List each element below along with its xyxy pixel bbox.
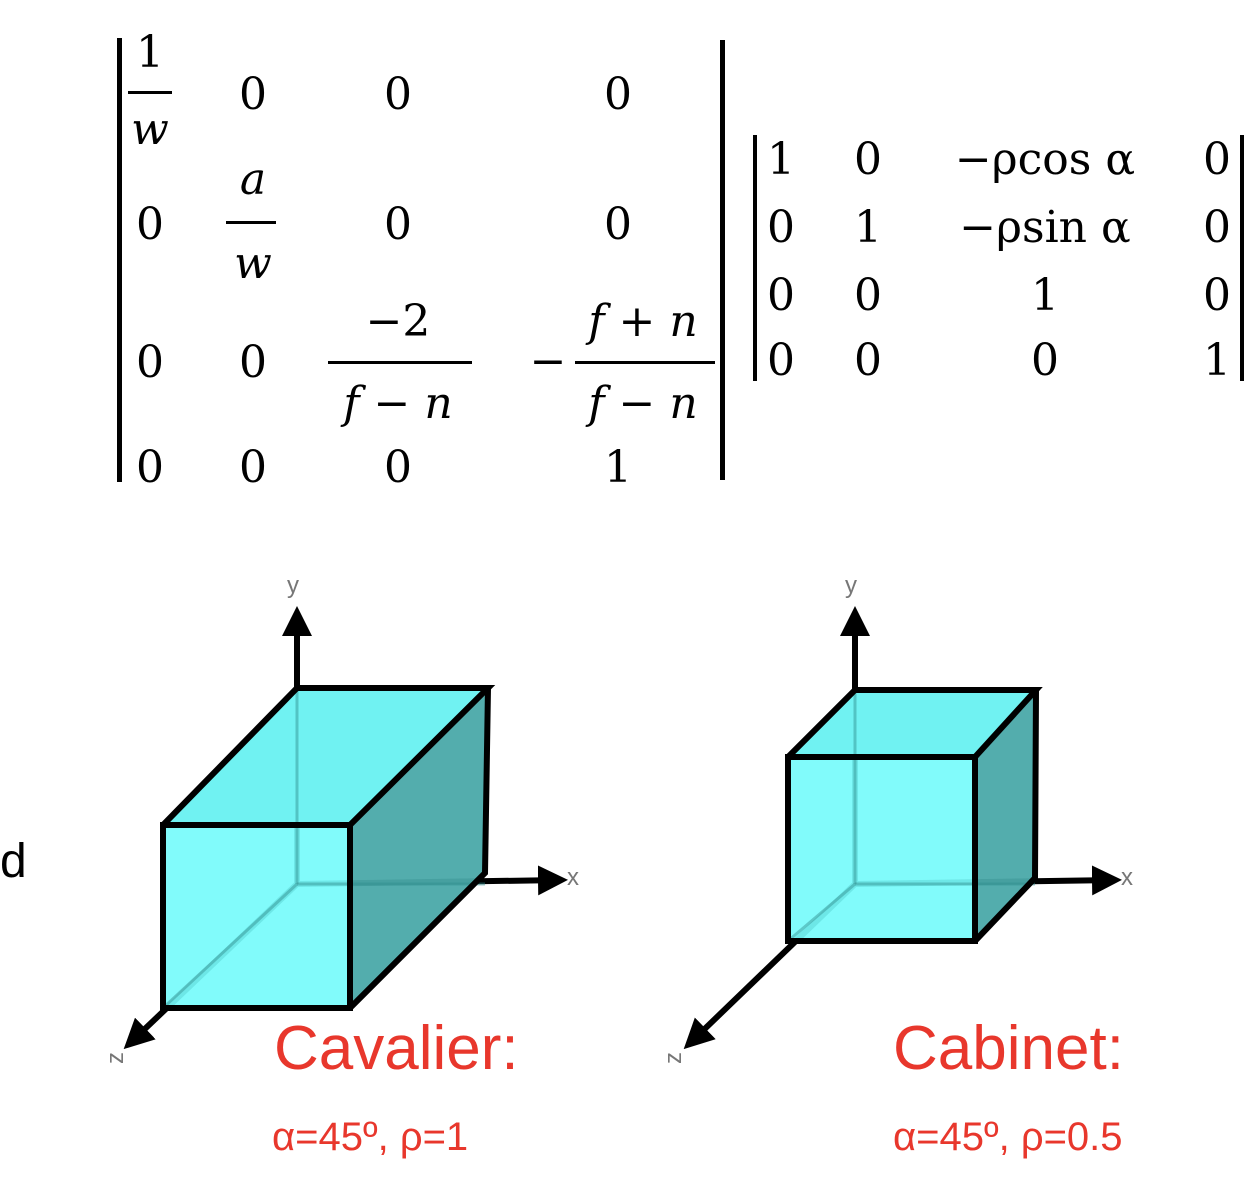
cell-r1c1-numerator: 1 — [136, 27, 164, 78]
mr-r4c1: 0 — [767, 335, 795, 386]
cell-r2c2-denominator: w — [234, 238, 272, 289]
matrix-right: 1 0 −ρcos α 0 0 1 −ρsin α 0 0 0 1 0 0 0 … — [0, 0, 1258, 400]
cavalier-top-face — [163, 688, 488, 825]
cell-r4c3: 0 — [384, 442, 412, 493]
mr-r3c1: 0 — [767, 270, 795, 321]
cell-r3c4-fraction-bar — [575, 361, 715, 364]
cavalier-axis-z-label: z — [102, 1052, 129, 1064]
cavalier-front-face — [163, 825, 350, 1008]
cabinet-hidden-edges — [787, 690, 1035, 943]
cell-r3c3-numerator: −2 — [365, 296, 431, 347]
mr-r3c3: 1 — [1031, 270, 1059, 321]
cavalier-diagram — [123, 606, 568, 1050]
cabinet-axis-y-label: y — [845, 572, 857, 599]
side-label: d — [0, 835, 27, 888]
cavalier-edges — [160, 685, 496, 1011]
cell-r3c4-sign: − — [529, 336, 567, 387]
cabinet-side-face — [975, 690, 1036, 941]
cavalier-axis-x-label: x — [567, 864, 579, 891]
cabinet-top-face — [788, 690, 1036, 757]
cell-r2c2-numerator: a — [239, 154, 267, 205]
cell-r4c1: 0 — [136, 442, 164, 493]
cabinet-edges — [785, 687, 1043, 944]
mr-r2c4: 0 — [1203, 202, 1231, 253]
mr-r2c1: 0 — [767, 202, 795, 253]
cell-r2c1: 0 — [136, 199, 164, 250]
mr-r1c3: −ρcos α — [954, 134, 1136, 185]
cavalier-caption-params: α=45º, ρ=1 — [272, 1115, 469, 1159]
cell-r3c3-denominator: f − n — [343, 378, 453, 429]
mr-r2c3: −ρsin α — [959, 202, 1131, 253]
mr-r2c2: 1 — [854, 202, 882, 253]
mr-r3c4: 0 — [1203, 270, 1231, 321]
cavalier-side-face — [350, 688, 488, 1008]
matrix-left: 1 w 0 0 0 0 a w 0 0 0 0 −2 f − n − f + n… — [0, 0, 740, 490]
cabinet-axis-z-label: z — [660, 1052, 687, 1064]
cell-r1c2: 0 — [239, 69, 267, 120]
cabinet-axis-x-label: x — [1121, 864, 1133, 891]
mr-r1c2: 0 — [854, 134, 882, 185]
matrix-left-bar-right — [720, 40, 725, 480]
cabinet-caption-title: Cabinet: — [893, 1014, 1124, 1083]
cell-r3c4-denominator: f − n — [588, 378, 698, 429]
cell-r3c2: 0 — [239, 337, 267, 388]
mr-r1c4: 0 — [1203, 134, 1231, 185]
cell-r1c1-fraction-bar — [128, 91, 172, 94]
cavalier-caption-title: Cavalier: — [274, 1014, 519, 1083]
cell-r1c1-denominator: w — [131, 104, 169, 155]
mr-r4c4: 1 — [1203, 335, 1231, 386]
cell-r2c3: 0 — [384, 199, 412, 250]
mr-r4c2: 0 — [854, 335, 882, 386]
cavalier-axis-y-label: y — [287, 572, 299, 599]
cell-r2c2-fraction-bar — [226, 221, 276, 224]
mr-r1c1: 1 — [767, 134, 795, 185]
cell-r3c4-numerator: f + n — [588, 296, 698, 347]
cavalier-hidden-edges — [161, 688, 485, 1010]
cell-r3c3-fraction-bar — [328, 361, 472, 364]
projection-diagrams — [123, 606, 1122, 1050]
matrix-right-bar-left — [753, 135, 757, 381]
cell-r4c4: 1 — [604, 442, 632, 493]
cell-r1c3: 0 — [384, 69, 412, 120]
cabinet-caption-params: α=45º, ρ=0.5 — [893, 1115, 1123, 1159]
mr-r4c3: 0 — [1031, 335, 1059, 386]
matrix-right-bar-right — [1240, 135, 1244, 381]
mr-r3c2: 0 — [854, 270, 882, 321]
cell-r1c4: 0 — [604, 69, 632, 120]
cell-r2c4: 0 — [604, 199, 632, 250]
cabinet-diagram — [683, 606, 1122, 1050]
matrix-left-bar-left — [117, 38, 122, 482]
cabinet-front-face — [788, 757, 975, 941]
cell-r3c1: 0 — [136, 337, 164, 388]
cell-r4c2: 0 — [239, 442, 267, 493]
